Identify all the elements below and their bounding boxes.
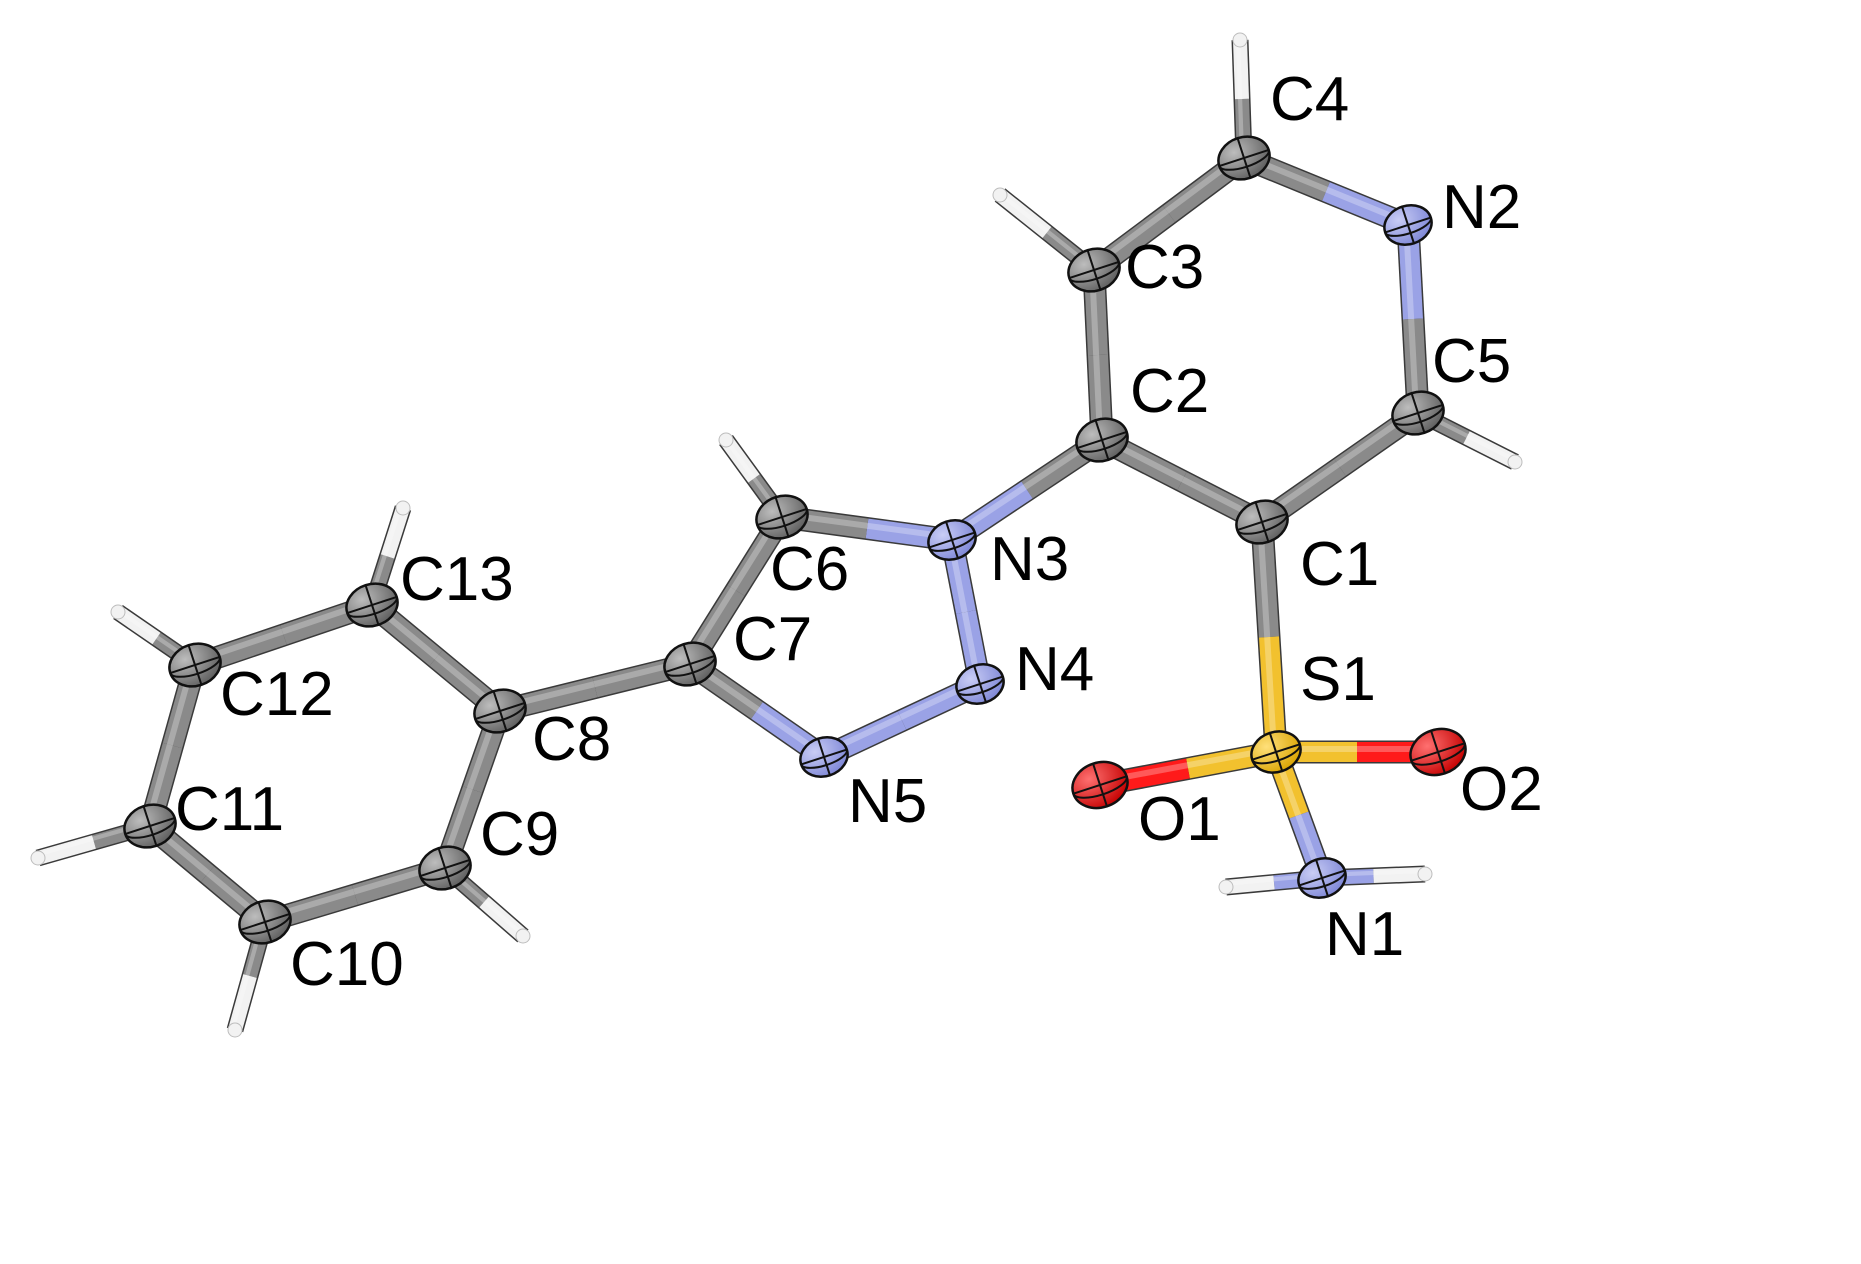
- label-c6: C6: [770, 535, 849, 604]
- label-c12: C12: [220, 660, 334, 729]
- atom-c9: [418, 845, 472, 891]
- atom-h12: [110, 604, 126, 620]
- atom-h3: [992, 187, 1008, 203]
- label-n5: N5: [848, 767, 927, 836]
- atom-h1a: [1218, 879, 1234, 895]
- atom-c3: [1067, 247, 1121, 293]
- atom-n3: [927, 519, 977, 561]
- label-c8: C8: [532, 705, 611, 774]
- label-c2: C2: [1130, 357, 1209, 426]
- atom-c10: [238, 899, 292, 945]
- label-s1: S1: [1300, 645, 1376, 714]
- label-c3: C3: [1125, 233, 1204, 302]
- label-n1: N1: [1325, 900, 1404, 969]
- atom-h5: [1507, 454, 1523, 470]
- atom-c7: [663, 641, 717, 687]
- atom-c13: [345, 582, 399, 628]
- bond-c7-c8: [497, 652, 693, 723]
- atom-h11: [30, 850, 46, 866]
- atom-o2: [1409, 727, 1467, 777]
- bond-c5-c1: [1255, 403, 1425, 532]
- atom-n5: [799, 736, 849, 778]
- atom-h9: [515, 928, 531, 944]
- atom-layer: [30, 32, 1523, 1038]
- label-o1: O1: [1138, 785, 1221, 854]
- atom-s1: [1250, 730, 1302, 774]
- label-n2: N2: [1442, 173, 1521, 242]
- bond-n2-c5: [1396, 221, 1430, 414]
- label-c4: C4: [1270, 65, 1349, 134]
- atom-h1b: [1417, 866, 1433, 882]
- atom-c8: [473, 688, 527, 734]
- atom-n1: [1297, 857, 1347, 899]
- bond-c1-s1: [1250, 518, 1288, 753]
- atom-c6: [755, 494, 809, 540]
- atom-c12: [168, 642, 222, 688]
- atom-c1: [1235, 499, 1289, 545]
- atom-n2: [1383, 204, 1433, 246]
- atom-c2: [1075, 417, 1129, 463]
- atom-n4: [955, 663, 1005, 705]
- label-n3: N3: [990, 525, 1069, 594]
- atom-c4: [1217, 135, 1271, 181]
- atom-o1: [1071, 760, 1129, 810]
- atom-h4: [1232, 32, 1248, 48]
- atom-c5: [1391, 390, 1445, 436]
- label-c9: C9: [480, 800, 559, 869]
- atom-h6: [718, 432, 734, 448]
- bond-c2-c3: [1082, 266, 1114, 441]
- label-c13: C13: [400, 545, 514, 614]
- label-c5: C5: [1432, 327, 1511, 396]
- atom-c11: [123, 803, 177, 849]
- label-n4: N4: [1015, 635, 1094, 704]
- label-c7: C7: [733, 605, 812, 674]
- label-c10: C10: [290, 930, 404, 999]
- label-o2: O2: [1460, 755, 1543, 824]
- label-c1: C1: [1300, 530, 1379, 599]
- atom-h10: [227, 1022, 243, 1038]
- atom-h13: [395, 500, 411, 516]
- label-c11: C11: [175, 775, 284, 844]
